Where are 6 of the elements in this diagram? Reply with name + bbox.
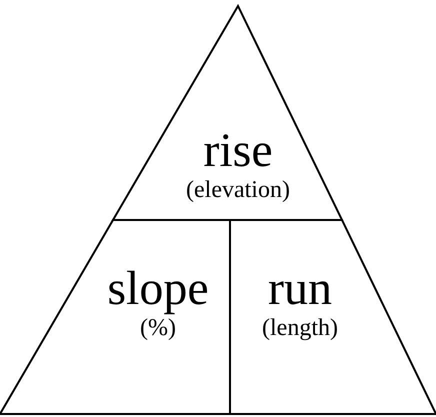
unit-label: (length): [262, 314, 338, 342]
quantity-name: rise: [203, 126, 273, 176]
unit-label: (elevation): [186, 176, 290, 204]
quantity-name: run: [268, 264, 332, 314]
unit-label: (%): [140, 314, 176, 342]
quantity-name: slope: [107, 264, 209, 314]
